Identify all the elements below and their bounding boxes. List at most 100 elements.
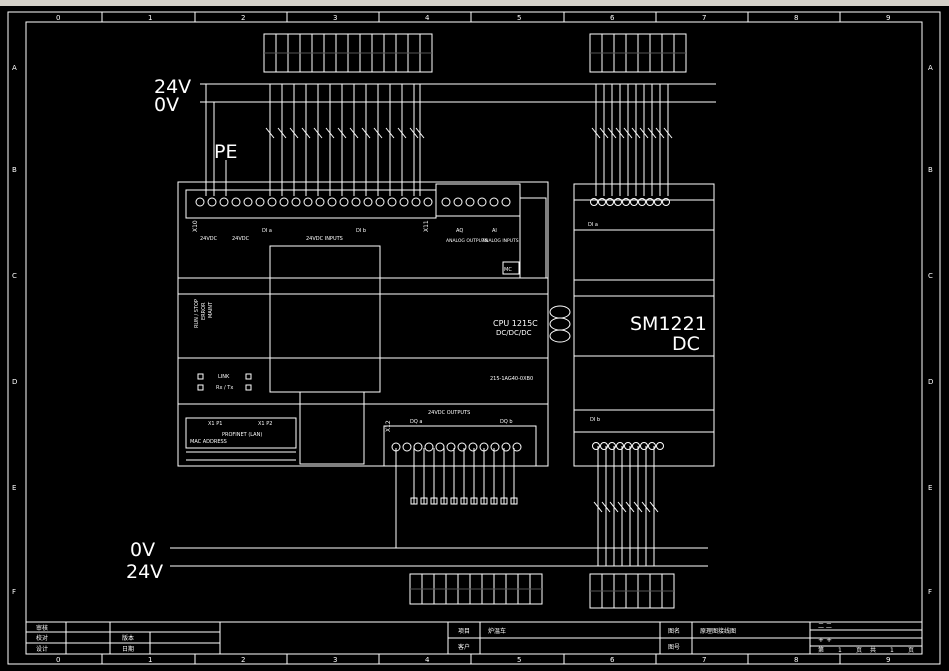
cpu-input-terminal (351, 197, 361, 207)
input-contact (361, 127, 371, 139)
input-contact (265, 127, 275, 139)
ruler-col-top: 8 (794, 14, 798, 22)
cpu-analog-outputs: ANALOG OUTPUTS (446, 238, 488, 244)
cpu-input-terminal (399, 197, 409, 207)
cpu-input-terminal (315, 197, 325, 207)
input-contact (289, 127, 299, 139)
tb-project-value: 炉温车 (488, 627, 506, 635)
title-block (25, 621, 923, 655)
ruler-col-bottom: 8 (794, 656, 798, 664)
sm-bottom-terminal (632, 442, 640, 450)
sm-di-top: DI a (588, 222, 598, 228)
sm-input-contact (655, 127, 665, 139)
cpu-input-terminal (387, 197, 397, 207)
cpu-output-terminal (501, 442, 511, 452)
sm-name: SM1221 (630, 313, 707, 335)
cpu-outputs-title: 24VDC OUTPUTS (428, 410, 470, 416)
cpu-input-terminal (219, 197, 229, 207)
rxtx-led-2 (245, 384, 252, 391)
cpu-sensor-supply-label: 24VDC (232, 236, 250, 242)
input-contact (349, 127, 359, 139)
sm-bottom-contact (641, 501, 651, 513)
sm-input-contact (647, 127, 657, 139)
sm-bottom-contact (633, 501, 643, 513)
output-load (410, 497, 418, 505)
tb-symbol-2: + + (818, 636, 832, 644)
ruler-col-top: 2 (241, 14, 245, 22)
ruler-row-left: C (12, 272, 17, 280)
cpu-input-terminal (195, 197, 205, 207)
tb-client-label: 客户 (458, 643, 470, 651)
tb-drawing-value: 原理图接线图 (700, 627, 736, 635)
cpu-input-terminal (207, 197, 217, 207)
ruler-col-top: 3 (333, 14, 337, 22)
ruler-row-right: B (928, 166, 933, 174)
cpu-output-terminal (391, 442, 401, 452)
sm-input-contact (639, 127, 649, 139)
cpu-input-terminal (291, 197, 301, 207)
top-24v-label: 24V (154, 76, 191, 98)
cpu-dq-a-label: DQ a (410, 419, 422, 425)
cpu-input-terminal (231, 197, 241, 207)
sm-bottom-terminal (608, 442, 616, 450)
tb-pages-unit: 页 (856, 647, 862, 654)
sm-input-contact (631, 127, 641, 139)
tb-total-no: 1 (890, 647, 894, 654)
input-contact (385, 127, 395, 139)
sm-top-terminal (606, 198, 614, 206)
sm-input-contact (599, 127, 609, 139)
supply-rails (170, 83, 716, 567)
output-load (450, 497, 458, 505)
sm-top-terminal (630, 198, 638, 206)
tb-page-no: 1 (838, 647, 842, 654)
output-load (420, 497, 428, 505)
ruler-row-right: F (928, 588, 932, 596)
cpu-input-terminal (423, 197, 433, 207)
pe-label: PE (214, 141, 237, 163)
tb-total-unit: 页 (908, 647, 914, 654)
ruler-row-left: A (12, 64, 17, 72)
sm-bottom-terminal (656, 442, 664, 450)
sm-bottom-contact (617, 501, 627, 513)
tb-design: 设计 (36, 645, 48, 653)
output-load (430, 497, 438, 505)
ruler-row-right: C (928, 272, 933, 280)
cpu-input-terminal (363, 197, 373, 207)
output-load (500, 497, 508, 505)
ruler-col-bottom: 1 (148, 656, 152, 664)
cpu-mac-address: MAC ADDRESS (190, 439, 227, 445)
cpu-link-label: LINK (218, 374, 230, 380)
cpu-module[interactable] (177, 181, 549, 467)
cpu-input-terminal (375, 197, 385, 207)
output-load (470, 497, 478, 505)
sm-top-terminal (598, 198, 606, 206)
sm-input-contact (591, 127, 601, 139)
cpu-output-terminal (402, 442, 412, 452)
cpu-input-terminal (243, 197, 253, 207)
rxtx-led (197, 384, 204, 391)
cpu-x11-label: X11 (423, 220, 430, 232)
cpu-rxtx-label: Rx / Tx (216, 385, 233, 391)
cpu-output-terminal (424, 442, 434, 452)
ruler-col-top: 7 (702, 14, 706, 22)
sm-bottom-contact (609, 501, 619, 513)
cpu-run-stop: RUN / STOP (194, 299, 200, 328)
ruler-col-top: 0 (56, 14, 60, 22)
ruler-row-right: E (928, 484, 932, 492)
ruler-col-top: 1 (148, 14, 152, 22)
sm-top-terminal (662, 198, 670, 206)
sm-bottom-terminal (592, 442, 600, 450)
ruler-row-right: D (928, 378, 933, 386)
sm-bottom-terminal (648, 442, 656, 450)
tb-drawing-no-label: 图号 (668, 644, 680, 651)
output-load (490, 497, 498, 505)
output-load (440, 497, 448, 505)
cpu-output-terminal (457, 442, 467, 452)
cpu-input-terminal (411, 197, 421, 207)
sm-bottom-terminal (640, 442, 648, 450)
cpu-output-terminal (468, 442, 478, 452)
tb-review: 审核 (36, 624, 48, 632)
input-contact (373, 127, 383, 139)
